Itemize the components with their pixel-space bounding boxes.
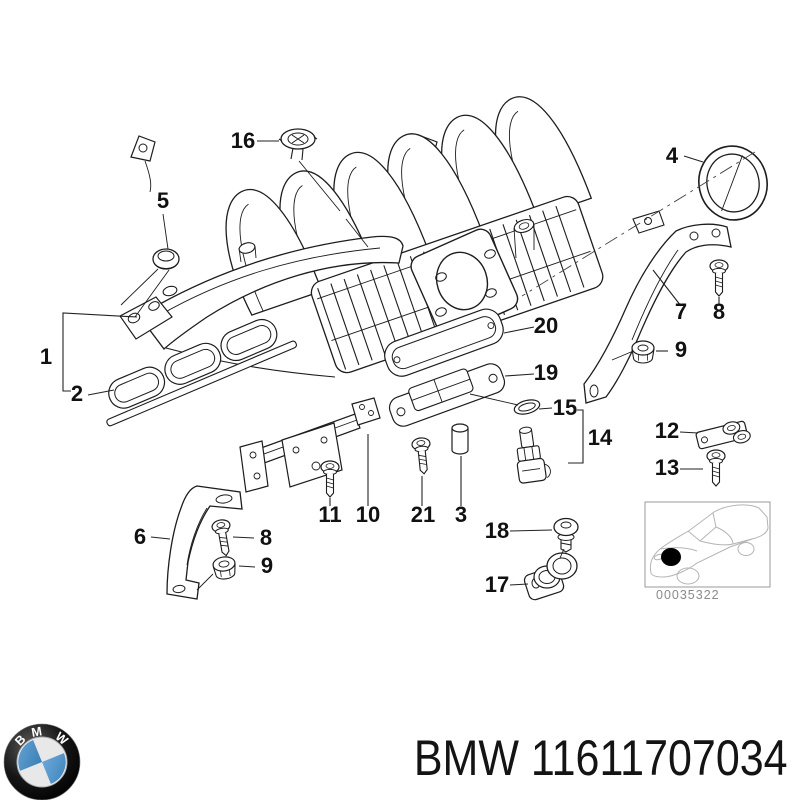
screw-21 <box>410 436 434 476</box>
nut-9-right <box>631 340 655 364</box>
clamp-block-12 <box>695 420 751 450</box>
manifold-end-tab <box>632 210 665 234</box>
part-location-dot <box>661 548 681 566</box>
callout-10: 10 <box>356 502 380 527</box>
throttle-body-flange <box>410 228 519 337</box>
callout-17: 17 <box>485 572 509 597</box>
vehicle-location-inset: 00035322 <box>644 501 771 602</box>
bmw-roundel-logo: B M W <box>2 722 84 800</box>
callout-8-left: 8 <box>260 525 272 550</box>
callout-19: 19 <box>534 360 558 385</box>
screw-13 <box>706 449 726 487</box>
manifold-gasket <box>106 318 297 427</box>
intake-seal-ring <box>698 145 768 221</box>
valley-cover-gasket <box>384 308 504 377</box>
bmw-roundel-svg: B M W <box>3 723 81 800</box>
callout-1: 1 <box>40 344 52 369</box>
spacer-sleeve <box>451 423 469 455</box>
screw-8-left <box>210 517 236 558</box>
callout-18: 18 <box>485 518 509 543</box>
support-bracket-long <box>239 397 381 493</box>
callout-13: 13 <box>655 455 679 480</box>
hose-clamp-17 <box>523 552 578 601</box>
callout-8-right: 8 <box>713 299 725 324</box>
o-ring <box>513 399 541 415</box>
callout-20: 20 <box>534 313 558 338</box>
callout-16: 16 <box>231 128 255 153</box>
callout-3: 3 <box>455 502 467 527</box>
brand-name: BMW <box>414 730 520 786</box>
part-number-text: BMW 11611707034 <box>414 733 788 783</box>
support-bracket-curved <box>166 485 243 600</box>
bmw-coupe-sketch <box>649 504 769 585</box>
stay-bracket <box>583 223 732 404</box>
front-runner-tube <box>119 235 404 378</box>
callout-5: 5 <box>157 188 169 213</box>
callout-21: 21 <box>411 502 435 527</box>
callout-6: 6 <box>134 524 146 549</box>
part-number: 11611707034 <box>531 730 788 786</box>
leader-lines <box>62 140 756 591</box>
vacuum-port-stub <box>513 218 535 259</box>
exploded-parts-diagram: 1 2 3 4 5 6 7 8 8 9 9 10 11 12 13 14 15 … <box>40 96 771 602</box>
vent-cap <box>278 128 318 161</box>
callout-2: 2 <box>71 381 83 406</box>
callout-15: 15 <box>553 395 577 420</box>
inset-image-code: 00035322 <box>656 588 720 602</box>
callout-12: 12 <box>655 418 679 443</box>
svg-text:M: M <box>30 724 43 740</box>
intake-manifold-assembly <box>119 96 665 378</box>
temperature-sensor <box>516 426 551 484</box>
manifold-ear-left <box>130 135 156 193</box>
dome-screw-18 <box>553 517 579 553</box>
roundel-quadrants <box>17 739 67 785</box>
cover-rail <box>388 363 506 427</box>
callout-7: 7 <box>675 299 687 324</box>
callout-9-right: 9 <box>675 337 687 362</box>
nut-9-left <box>211 554 238 581</box>
screw-8-right <box>709 259 729 297</box>
callout-11: 11 <box>318 502 341 527</box>
callout-9-left: 9 <box>261 553 273 578</box>
callout-4: 4 <box>666 143 679 168</box>
rubber-grommet <box>152 248 180 270</box>
screw-11 <box>320 460 340 498</box>
callout-14: 14 <box>588 425 613 450</box>
